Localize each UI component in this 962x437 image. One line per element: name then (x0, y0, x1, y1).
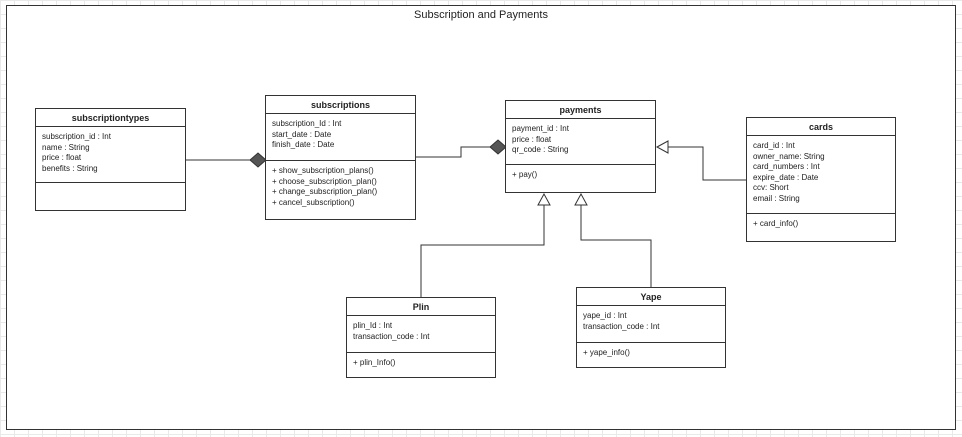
attribute-list: subscription_id : Int name : String pric… (36, 127, 185, 183)
attribute: subscription_Id : Int (272, 119, 342, 128)
class-name: subscriptions (266, 96, 415, 114)
operation-list: + pay() (506, 165, 655, 185)
attribute: card_numbers : Int (753, 162, 820, 171)
operation: + card_info() (753, 219, 799, 228)
class-name: Plin (347, 298, 495, 316)
attribute: transaction_code : Int (583, 321, 660, 331)
operation: + change_subscription_plan() (272, 187, 378, 196)
operation: + choose_subscription_plan() (272, 176, 377, 186)
class-name: payments (506, 101, 655, 119)
class-name: Yape (577, 288, 725, 306)
attribute: benefits : String (42, 163, 98, 173)
attribute: email : String (753, 193, 800, 203)
operation: + cancel_subscription() (272, 197, 355, 207)
class-cards[interactable]: cards card_id : Int owner_name: String c… (746, 117, 896, 242)
attribute-list: card_id : Int owner_name: String card_nu… (747, 136, 895, 214)
attribute: ccv: Short (753, 183, 789, 192)
diagram-title: Subscription and Payments (414, 9, 548, 21)
attribute-list: payment_id : Int price : float qr_code :… (506, 119, 655, 165)
operation: + show_subscription_plans() (272, 166, 374, 175)
attribute-list: yape_id : Int transaction_code : Int (577, 306, 725, 343)
class-name: subscriptiontypes (36, 109, 185, 127)
operation-list: + plin_Info() (347, 353, 495, 373)
attribute-list: plin_Id : Int transaction_code : Int (347, 316, 495, 353)
attribute: subscription_id : Int (42, 132, 111, 141)
attribute: price : float (42, 153, 82, 162)
attribute: price : float (512, 134, 552, 144)
attribute: card_id : Int (753, 141, 795, 150)
attribute: yape_id : Int (583, 311, 627, 320)
attribute: plin_Id : Int (353, 321, 393, 330)
operation-list: + yape_info() (577, 343, 725, 363)
attribute: name : String (42, 142, 90, 152)
operation-list: + show_subscription_plans() + choose_sub… (266, 161, 415, 212)
attribute: expire_date : Date (753, 172, 819, 182)
class-payments[interactable]: payments payment_id : Int price : float … (505, 100, 656, 193)
operation: + pay() (512, 170, 538, 179)
operation-list (36, 183, 185, 192)
operation: + yape_info() (583, 348, 630, 357)
attribute-list: subscription_Id : Int start_date : Date … (266, 114, 415, 161)
attribute: owner_name: String (753, 151, 825, 161)
attribute: transaction_code : Int (353, 331, 430, 341)
class-plin[interactable]: Plin plin_Id : Int transaction_code : In… (346, 297, 496, 378)
operation-list: + card_info() (747, 214, 895, 234)
attribute: finish_date : Date (272, 140, 335, 149)
class-name: cards (747, 118, 895, 136)
class-subscriptiontypes[interactable]: subscriptiontypes subscription_id : Int … (35, 108, 186, 211)
class-subscriptions[interactable]: subscriptions subscription_Id : Int star… (265, 95, 416, 220)
attribute: qr_code : String (512, 145, 569, 154)
operation: + plin_Info() (353, 358, 396, 367)
class-yape[interactable]: Yape yape_id : Int transaction_code : In… (576, 287, 726, 368)
attribute: payment_id : Int (512, 124, 569, 133)
attribute: start_date : Date (272, 129, 332, 139)
